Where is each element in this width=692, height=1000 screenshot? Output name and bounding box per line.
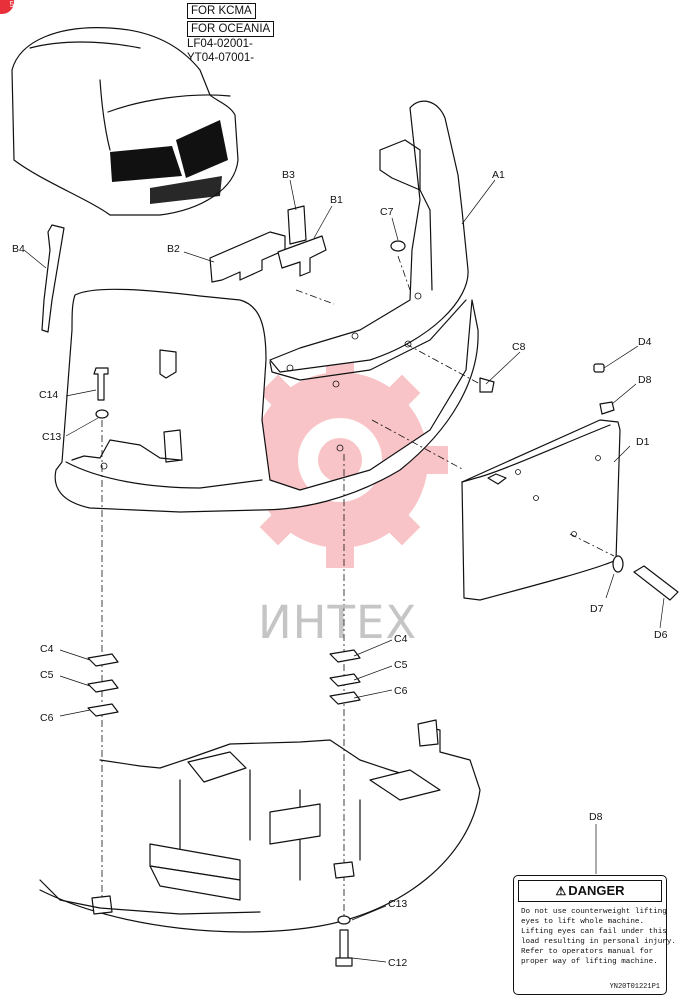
label-d8: D8 bbox=[589, 811, 603, 823]
canopy-reference bbox=[11, 27, 239, 216]
counterweight-body bbox=[54, 288, 479, 513]
label-c14: C14 bbox=[39, 389, 58, 401]
lower-frame bbox=[39, 719, 481, 933]
label-b4: B4 bbox=[12, 243, 25, 255]
part-b-plates bbox=[209, 205, 327, 283]
label-c8: C8 bbox=[512, 341, 526, 353]
label-b1: B1 bbox=[330, 194, 343, 206]
label-c4-right: C4 bbox=[394, 633, 408, 645]
callout-labels: A1 B1 B2 B3 B4 C7 C8 C14 C13 D4 D8 D1 D7… bbox=[12, 169, 668, 969]
label-c13-upper: C13 bbox=[42, 431, 61, 443]
serial-range-1: LF04-02001- bbox=[187, 38, 253, 50]
danger-line: proper way of lifting machine. bbox=[521, 958, 658, 966]
leader-lines bbox=[23, 179, 665, 963]
label-d8-upper: D8 bbox=[638, 374, 652, 386]
label-d1: D1 bbox=[636, 436, 650, 448]
serial-range-2: YT04-07001- bbox=[187, 52, 255, 64]
market-kcma: FOR KCMA bbox=[187, 3, 256, 19]
warning-triangle-icon: ⚠ bbox=[555, 884, 567, 898]
applicability-header: FOR KCMA FOR OCEANIA LF04-02001- YT04-07… bbox=[187, 3, 275, 65]
label-d7: D7 bbox=[590, 603, 604, 615]
hardware-lower bbox=[335, 915, 353, 967]
danger-decal-d8: ⚠DANGER Do not use counterweight lifting… bbox=[513, 875, 676, 995]
label-c4-left: C4 bbox=[40, 643, 54, 655]
watermark-text: ИНТЕХ bbox=[258, 596, 418, 649]
danger-body: Do not use counterweight lifting eyes to … bbox=[521, 907, 676, 967]
label-d4: D4 bbox=[638, 336, 652, 348]
label-b3: B3 bbox=[282, 169, 295, 181]
label-c5-left: C5 bbox=[40, 669, 54, 681]
danger-part-code: YN20T01221P1 bbox=[609, 983, 660, 991]
label-c6-left: C6 bbox=[40, 712, 54, 724]
danger-line: eyes to lift whole machine. bbox=[521, 918, 645, 926]
label-a1: A1 bbox=[492, 169, 505, 181]
shims-left bbox=[87, 653, 119, 717]
part-a1-frame bbox=[269, 100, 469, 381]
label-d6: D6 bbox=[654, 629, 668, 641]
danger-line: load resulting in personal injury. bbox=[521, 938, 676, 946]
hardware-upper bbox=[93, 240, 679, 601]
label-c6-right: C6 bbox=[394, 685, 408, 697]
part-d1-weight bbox=[461, 363, 621, 601]
label-b2: B2 bbox=[167, 243, 180, 255]
shims-right bbox=[329, 649, 361, 705]
danger-title: ⚠DANGER bbox=[518, 880, 662, 902]
label-c13-lower: C13 bbox=[388, 898, 407, 910]
market-oceania: FOR OCEANIA bbox=[187, 21, 275, 37]
label-c12: C12 bbox=[388, 957, 407, 969]
danger-line: Lifting eyes can fail under this bbox=[521, 928, 667, 936]
danger-line: Refer to operators manual for bbox=[521, 948, 654, 956]
label-c7: C7 bbox=[380, 206, 394, 218]
part-b4-bracket bbox=[41, 224, 65, 333]
danger-title-text: DANGER bbox=[568, 883, 625, 898]
danger-line: Do not use counterweight lifting bbox=[521, 908, 667, 916]
label-c5-right: C5 bbox=[394, 659, 408, 671]
